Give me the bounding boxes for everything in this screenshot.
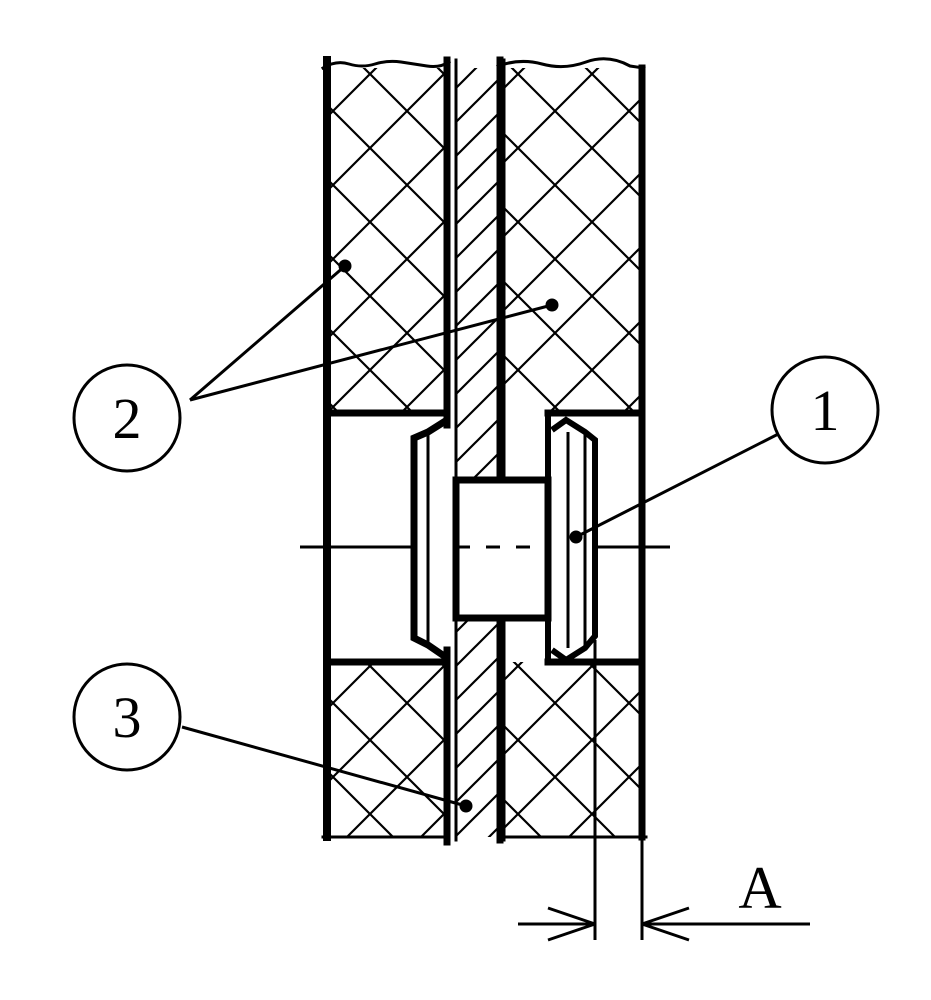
callout-3: 3 — [72, 662, 182, 772]
leader-3 — [181, 725, 467, 808]
leader-2a — [189, 264, 346, 402]
break-line-top — [320, 57, 646, 71]
fastener-cap-right — [545, 413, 598, 664]
leader-dot-1 — [569, 530, 583, 544]
callout-1: 1 — [770, 355, 880, 465]
leader-dot-2b — [545, 298, 559, 312]
callout-2: 2 — [72, 363, 182, 473]
callout-1-label: 1 — [811, 378, 840, 443]
insulation-right-upper — [502, 68, 642, 413]
center-sheet-upper — [456, 68, 500, 478]
fastener — [410, 413, 598, 664]
fastener-shank — [452, 476, 552, 622]
center-sheet — [456, 68, 500, 837]
leaders — [181, 259, 791, 813]
fastener-cap-left — [410, 417, 449, 661]
insulation-left-upper — [327, 68, 445, 413]
arrowhead-left — [547, 906, 596, 942]
callout-2-label: 2 — [113, 386, 142, 451]
dimension-label: A — [738, 855, 781, 921]
insulation-panels — [327, 68, 642, 837]
insulation-left-lower — [327, 662, 445, 837]
leader-dot-2a — [338, 259, 352, 273]
dimension-a: A — [518, 640, 810, 942]
leader-1 — [575, 426, 791, 539]
callout-3-label: 3 — [113, 685, 142, 750]
leader-2b — [189, 303, 553, 402]
arrowhead-right — [641, 906, 690, 942]
insulation-right-lower — [502, 662, 642, 837]
leader-dot-3 — [459, 799, 473, 813]
